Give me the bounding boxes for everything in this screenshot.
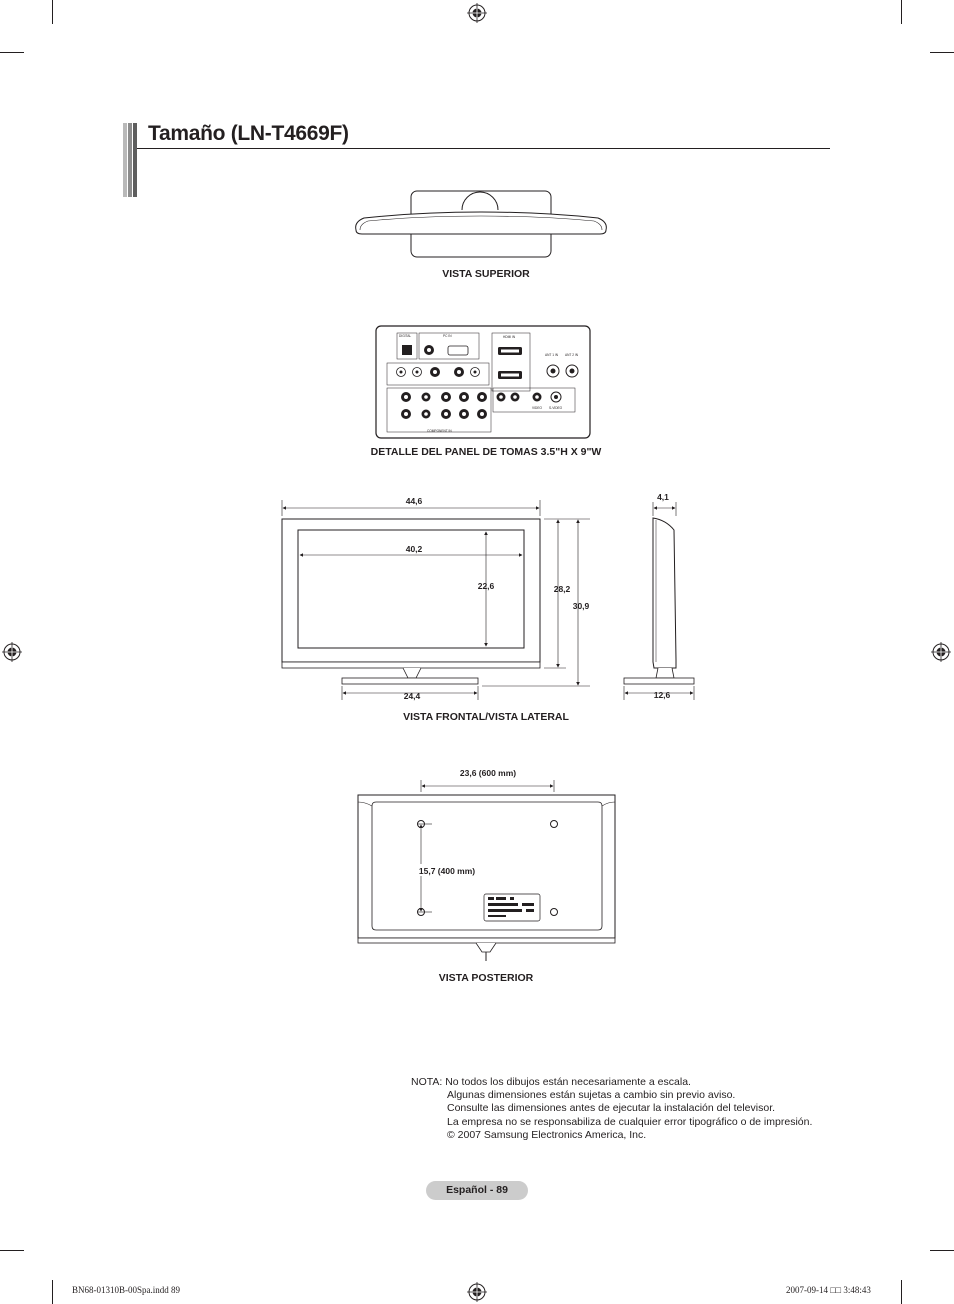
footer-file: BN68-01310B-00Spa.indd 89	[72, 1285, 180, 1295]
height-with-stand-dim: 30,9	[573, 601, 590, 611]
note-line: © 2007 Samsung Electronics America, Inc.	[447, 1128, 647, 1141]
side-view-drawing: 4,1 12,6	[623, 492, 695, 700]
vesa-vertical-dim: 15,7 (400 mm)	[419, 866, 475, 876]
rear-view-drawing: 23,6 (600 mm) 15,7 (400 mm)	[357, 768, 616, 961]
screen-width-dim: 40,2	[406, 544, 423, 554]
registration-mark-bottom	[467, 1282, 487, 1302]
crop-mark	[901, 0, 902, 24]
front-view-drawing: 44,6 40,2 22,6 24,4 28,2 30,9	[281, 496, 590, 701]
vesa-horizontal-dim: 23,6 (600 mm)	[460, 768, 516, 778]
title-underline	[137, 148, 830, 149]
screen-height-dim: 22,6	[478, 581, 495, 591]
top-view-drawing	[355, 190, 607, 258]
stand-width-dim: 24,4	[404, 691, 421, 701]
title-accent-bar	[123, 123, 137, 197]
registration-mark-left	[2, 642, 22, 662]
crop-mark	[0, 1250, 24, 1251]
note-line: NOTA: No todos los dibujos están necesar…	[411, 1076, 691, 1088]
crop-mark	[930, 1250, 954, 1251]
page-number-badge: Español - 89	[426, 1181, 528, 1200]
overall-width-dim: 44,6	[406, 496, 423, 506]
stand-depth-dim: 12,6	[654, 690, 671, 700]
note-line: La empresa no se responsabiliza de cualq…	[447, 1115, 813, 1128]
s-video-label: S-VIDEO	[549, 406, 563, 410]
hdmi-in-label: HDMI IN	[503, 335, 516, 339]
crop-mark	[0, 52, 24, 53]
jack-panel-drawing: DIGITAL PC IN HDMI IN ANT 1 IN ANT 2 IN …	[375, 325, 591, 439]
digital-audio-label: DIGITAL	[399, 334, 411, 338]
registration-mark-right	[931, 642, 951, 662]
crop-mark	[901, 1280, 902, 1304]
component-in-label: COMPONENT IN	[427, 429, 452, 433]
rear-view-caption: VISTA POSTERIOR	[438, 972, 534, 984]
top-view-caption: VISTA SUPERIOR	[442, 268, 530, 280]
note-line: Algunas dimensiones están sujetas a camb…	[447, 1089, 736, 1102]
pc-in-label: PC IN	[443, 334, 452, 338]
registration-mark-top	[467, 3, 487, 23]
ant1-label: ANT 1 IN	[545, 353, 559, 357]
page-title: Tamaño (LN-T4669F)	[148, 122, 349, 145]
video-label: VIDEO	[532, 406, 542, 410]
depth-dim: 4,1	[657, 492, 669, 502]
crop-mark	[52, 0, 53, 24]
note-line: Consulte las dimensiones antes de ejecut…	[447, 1102, 776, 1115]
ant2-label: ANT 2 IN	[565, 353, 579, 357]
jack-panel-caption: DETALLE DEL PANEL DE TOMAS 3.5"H X 9"W	[370, 446, 602, 458]
footer-timestamp: 2007-09-14 □□ 3:48:43	[786, 1285, 871, 1295]
note-block: NOTA: No todos los dibujos están necesar…	[411, 1076, 812, 1142]
crop-mark	[930, 52, 954, 53]
front-side-view-caption: VISTA FRONTAL/VISTA LATERAL	[403, 711, 569, 723]
crop-mark	[52, 1280, 53, 1304]
height-without-stand-dim: 28,2	[554, 584, 571, 594]
